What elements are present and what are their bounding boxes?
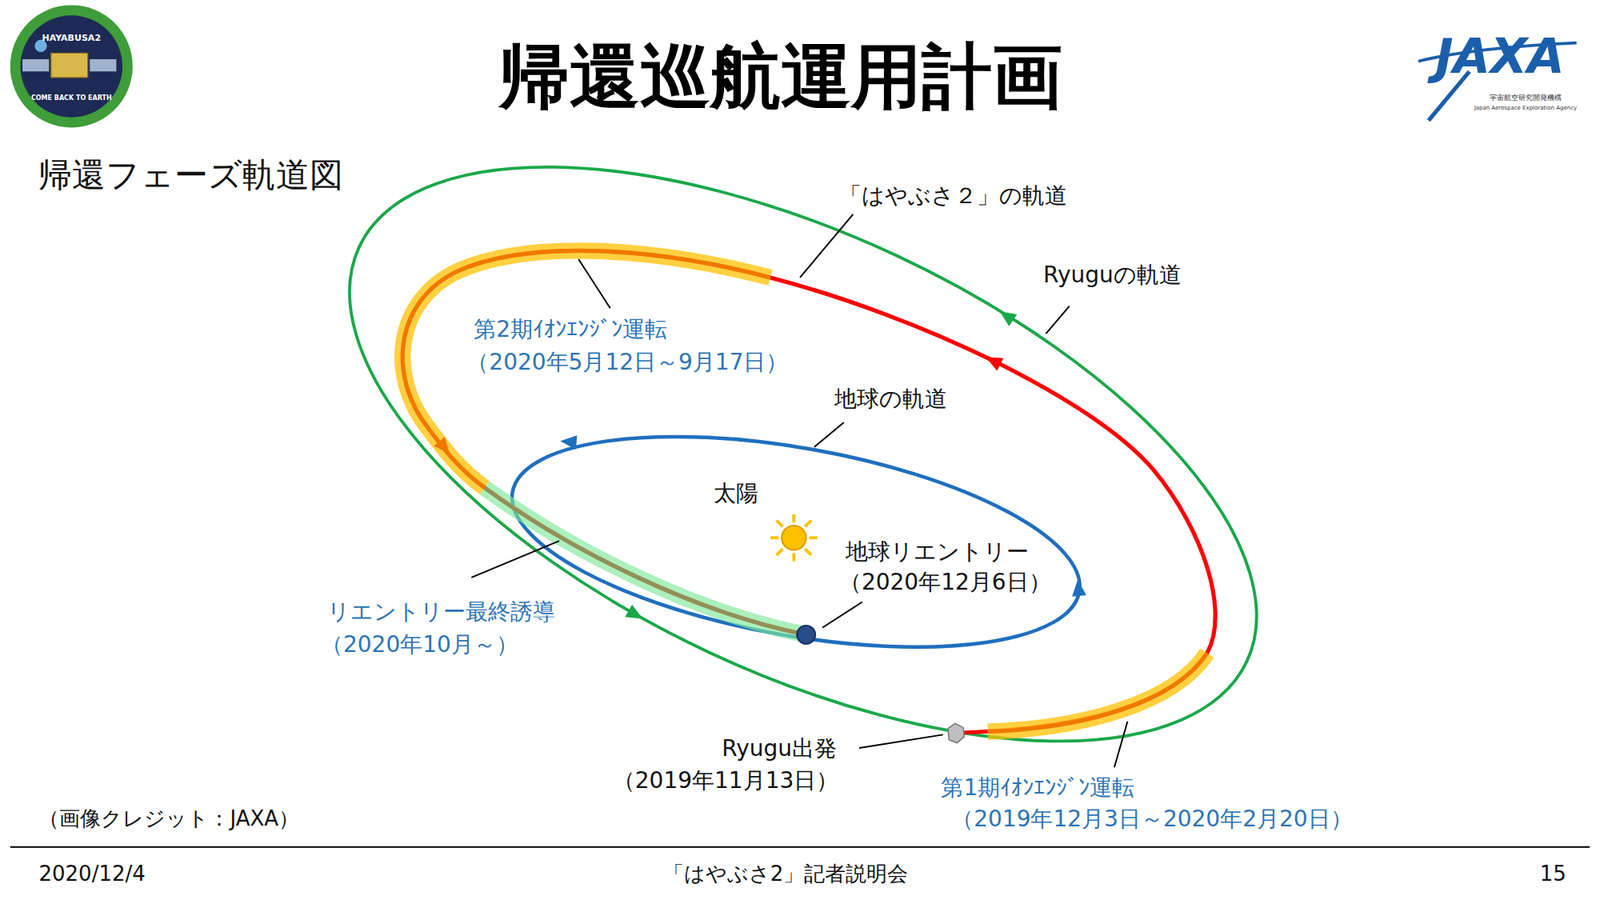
spacecraft-body — [51, 52, 88, 78]
footer-rule — [10, 846, 1590, 848]
leader-line — [822, 602, 863, 628]
subtitle: 帰還フェーズ軌道図 — [38, 156, 344, 195]
leader-line — [471, 540, 560, 578]
sun-label: 太陽 — [711, 480, 761, 507]
orbit-label: 地球の軌道 — [832, 386, 950, 412]
phase-label: リエントリー最終誘導 — [324, 599, 558, 625]
solar-panel — [89, 59, 116, 72]
patch-text: COME BACK TO EARTH — [31, 94, 112, 102]
ryugu-icon — [948, 723, 964, 743]
direction-arrow — [995, 305, 1017, 327]
direction-arrow — [624, 604, 647, 626]
solar-panel — [22, 59, 49, 72]
phase-label: 第1期ｲｵﾝｴﾝｼﾞﾝ運転 — [938, 775, 1137, 801]
logo-subtext: Japan Aerospace Exploration Agency — [1474, 104, 1578, 112]
leader-line — [1045, 306, 1069, 334]
footer-date: 2020/12/4 — [38, 862, 145, 887]
leader-line — [800, 214, 853, 278]
ion-engine-track — [988, 652, 1208, 732]
footer-title: 「はやぶさ2」記者説明会 — [663, 862, 909, 887]
leader-line — [814, 422, 844, 448]
ryugu-orbit — [266, 48, 1340, 860]
direction-arrow — [1070, 579, 1087, 597]
event-date: （2020年12月6日） — [836, 569, 1054, 596]
direction-arrow — [433, 436, 456, 459]
direction-arrow — [982, 350, 1004, 371]
ion-engine-band — [988, 652, 1208, 732]
sun-icon — [770, 514, 818, 562]
event-label: Ryugu出発 — [719, 736, 840, 762]
logo-subtext: 宇宙航空研究開発機構 — [1489, 93, 1562, 102]
leader-line — [1114, 721, 1128, 768]
orbit-label: Ryuguの軌道 — [1040, 262, 1184, 288]
phase-label: 第2期ｲｵﾝｴﾝｼﾞﾝ運転 — [471, 316, 670, 343]
mission-patch-inner — [20, 15, 124, 118]
leader-line — [578, 259, 611, 308]
mission-patch — [10, 4, 133, 128]
image-credit: （画像クレジット：JAXA） — [38, 807, 300, 832]
slide-title: 帰還巡航運用計画 — [499, 36, 1063, 117]
orbit-label: 「はやぶさ２」の軌道 — [836, 183, 1070, 209]
ion-engine-track — [402, 250, 806, 635]
logo-text: JAXA — [1435, 28, 1564, 84]
page-number: 15 — [1540, 862, 1567, 887]
leader-line — [859, 734, 944, 748]
event-date: （2019年11月13日） — [610, 768, 842, 794]
phase-date: （2020年10月～） — [318, 632, 521, 658]
phase-date: （2020年5月12日～9月17日） — [464, 349, 791, 376]
phase-date: （2019年12月3日～2020年2月20日） — [948, 806, 1355, 832]
direction-arrow — [560, 433, 578, 450]
earth-orbit — [496, 399, 1096, 684]
patch-text: HAYABUSA2 — [42, 33, 102, 44]
earth-icon — [796, 625, 816, 644]
hayabusa2-trajectory — [402, 250, 1216, 732]
event-label: 地球リエントリー — [843, 539, 1032, 565]
